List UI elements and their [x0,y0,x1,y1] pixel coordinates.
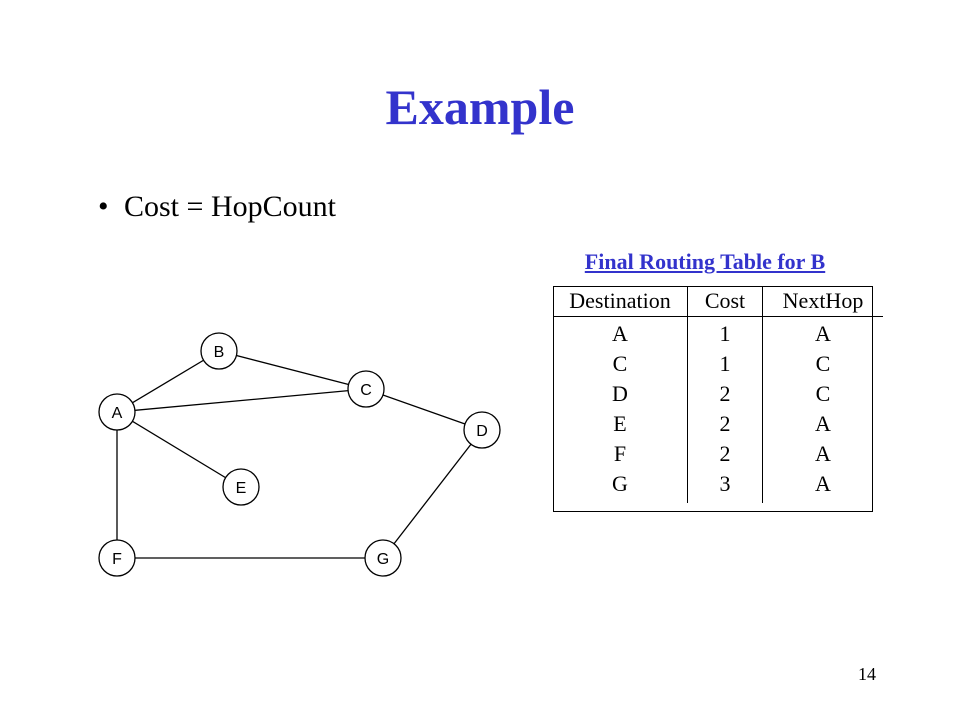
nexthop-cell: A [815,471,831,496]
node-circle [98,393,136,431]
node-b: B [200,332,238,370]
node-label: B [214,344,225,361]
table-row: F 2 A [553,439,883,469]
node-label: C [360,382,372,399]
node-circle [463,411,501,449]
edge-b-c [218,350,367,390]
destination-cell: G [553,469,688,503]
edge-c-d [365,388,483,431]
node-circle [98,539,136,577]
destination-cell: A [553,316,688,349]
node-e: E [222,468,260,506]
table-row: E 2 A [553,409,883,439]
node-label: D [476,423,488,440]
cost-cell: 2 [687,439,763,469]
routing-table-title: Final Routing Table for B [584,249,826,274]
destination-cell: D [553,379,688,409]
slide-title: Example [385,79,575,135]
edge-d-g [382,429,483,559]
node-c: C [347,370,385,408]
bullet-item: • Cost = HopCount [98,190,336,224]
node-a: A [98,393,136,431]
edge-a-b [116,350,220,413]
node-circle [364,539,402,577]
routing-table-header-row: Destination Cost NextHop [553,286,883,317]
nexthop-cell: A [815,321,831,346]
node-label: A [112,405,123,422]
bullet-text: Cost = HopCount [124,190,336,223]
cost-cell: 2 [687,379,763,409]
header-destination: Destination [553,286,688,317]
cost-cell: 3 [687,469,763,503]
node-f: F [98,539,136,577]
header-nexthop: NextHop [762,286,883,317]
node-label: E [236,480,247,497]
node-label: G [377,551,389,568]
nexthop-cell: C [815,351,831,376]
node-d: D [463,411,501,449]
table-row: G 3 A [553,469,883,503]
nexthop-cell: C [815,381,831,406]
destination-cell: F [553,439,688,469]
bullet-dot: • [98,190,109,223]
table-row: D 2 C [553,379,883,409]
node-circle [200,332,238,370]
node-circle [222,468,260,506]
page-number: 14 [858,664,876,684]
node-label: F [112,551,122,568]
destination-cell: E [553,409,688,439]
edge-a-e [116,411,242,488]
cost-cell: 2 [687,409,763,439]
nexthop-cell: A [815,411,831,436]
table-row: C 1 C [553,349,883,379]
table-row: A 1 A [553,316,883,349]
destination-cell: C [553,349,688,379]
edge-a-c [116,388,367,413]
nexthop-cell: A [815,441,831,466]
node-circle [347,370,385,408]
header-cost: Cost [687,286,763,317]
routing-table: Destination Cost NextHop A 1 A C 1 C D 2… [553,286,883,503]
node-g: G [364,539,402,577]
cost-cell: 1 [687,316,763,349]
cost-cell: 1 [687,349,763,379]
